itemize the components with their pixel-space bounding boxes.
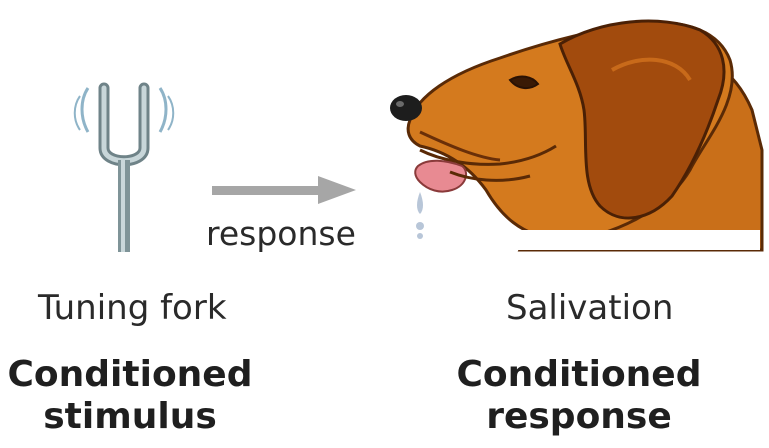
response-name: Salivation xyxy=(506,288,673,328)
dog-head-icon xyxy=(390,21,762,250)
arrow-label: response xyxy=(206,214,356,254)
stimulus-name: Tuning fork xyxy=(38,288,227,328)
arrow-icon xyxy=(212,176,356,204)
tuning-fork-icon xyxy=(75,88,174,252)
response-role: Conditioned response xyxy=(448,354,710,438)
stimulus-role: Conditioned stimulus xyxy=(0,354,260,438)
